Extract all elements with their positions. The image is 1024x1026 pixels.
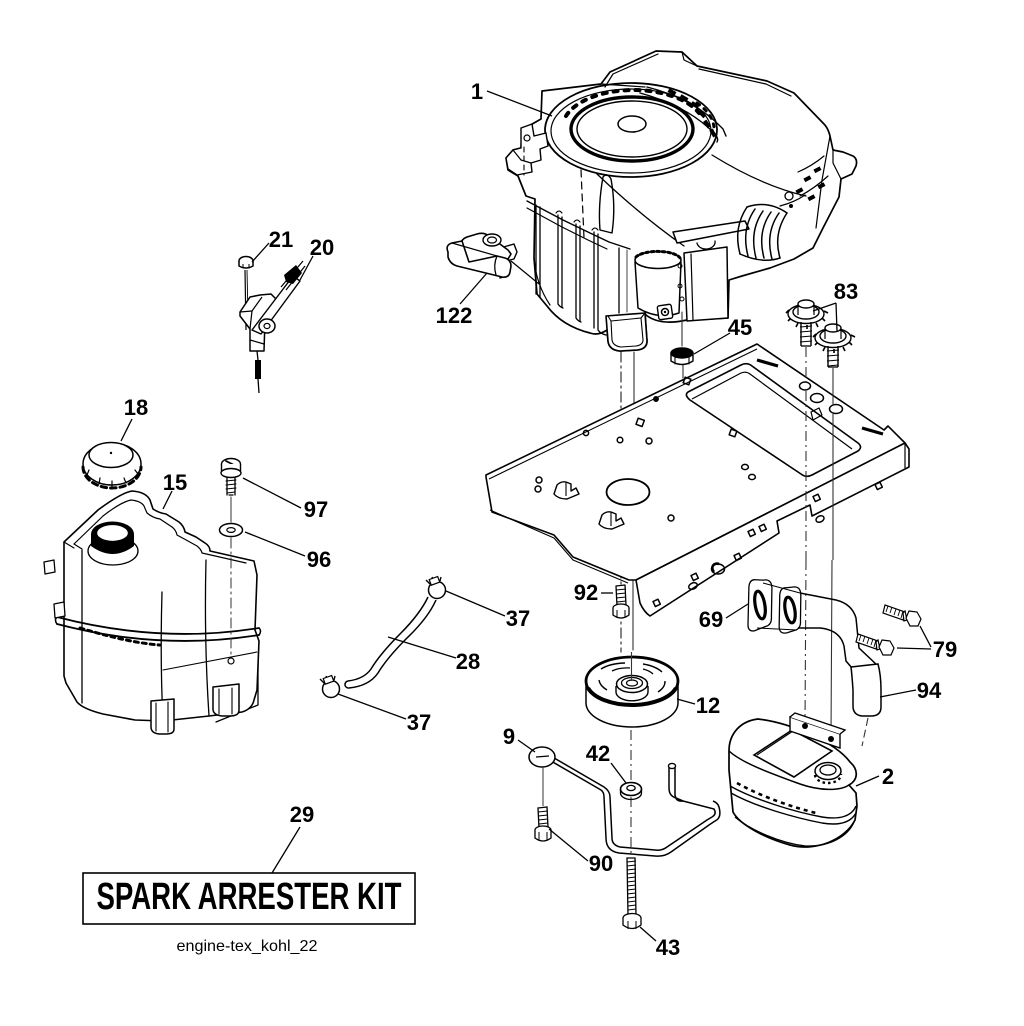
svg-text:45: 45 (728, 315, 752, 340)
svg-text:20: 20 (310, 235, 334, 260)
svg-text:37: 37 (407, 710, 431, 735)
svg-text:90: 90 (589, 851, 613, 876)
svg-text:79: 79 (933, 637, 957, 662)
svg-text:15: 15 (163, 470, 187, 495)
svg-text:28: 28 (456, 649, 480, 674)
svg-text:122: 122 (436, 303, 473, 328)
svg-text:18: 18 (124, 395, 148, 420)
svg-text:12: 12 (696, 693, 720, 718)
svg-text:43: 43 (656, 935, 680, 960)
svg-text:9: 9 (503, 724, 515, 749)
svg-text:97: 97 (304, 497, 328, 522)
svg-text:83: 83 (834, 279, 858, 304)
svg-text:94: 94 (917, 678, 942, 703)
svg-text:21: 21 (269, 227, 293, 252)
svg-text:29: 29 (290, 802, 314, 827)
svg-text:37: 37 (506, 606, 530, 631)
svg-text:69: 69 (699, 607, 723, 632)
svg-text:92: 92 (574, 580, 598, 605)
svg-text:SPARK ARRESTER KIT: SPARK ARRESTER KIT (97, 876, 402, 918)
svg-text:2: 2 (882, 764, 894, 789)
svg-text:42: 42 (586, 741, 610, 766)
svg-text:96: 96 (307, 547, 331, 572)
svg-text:engine-tex_kohl_22: engine-tex_kohl_22 (177, 938, 318, 955)
svg-text:1: 1 (471, 79, 483, 104)
